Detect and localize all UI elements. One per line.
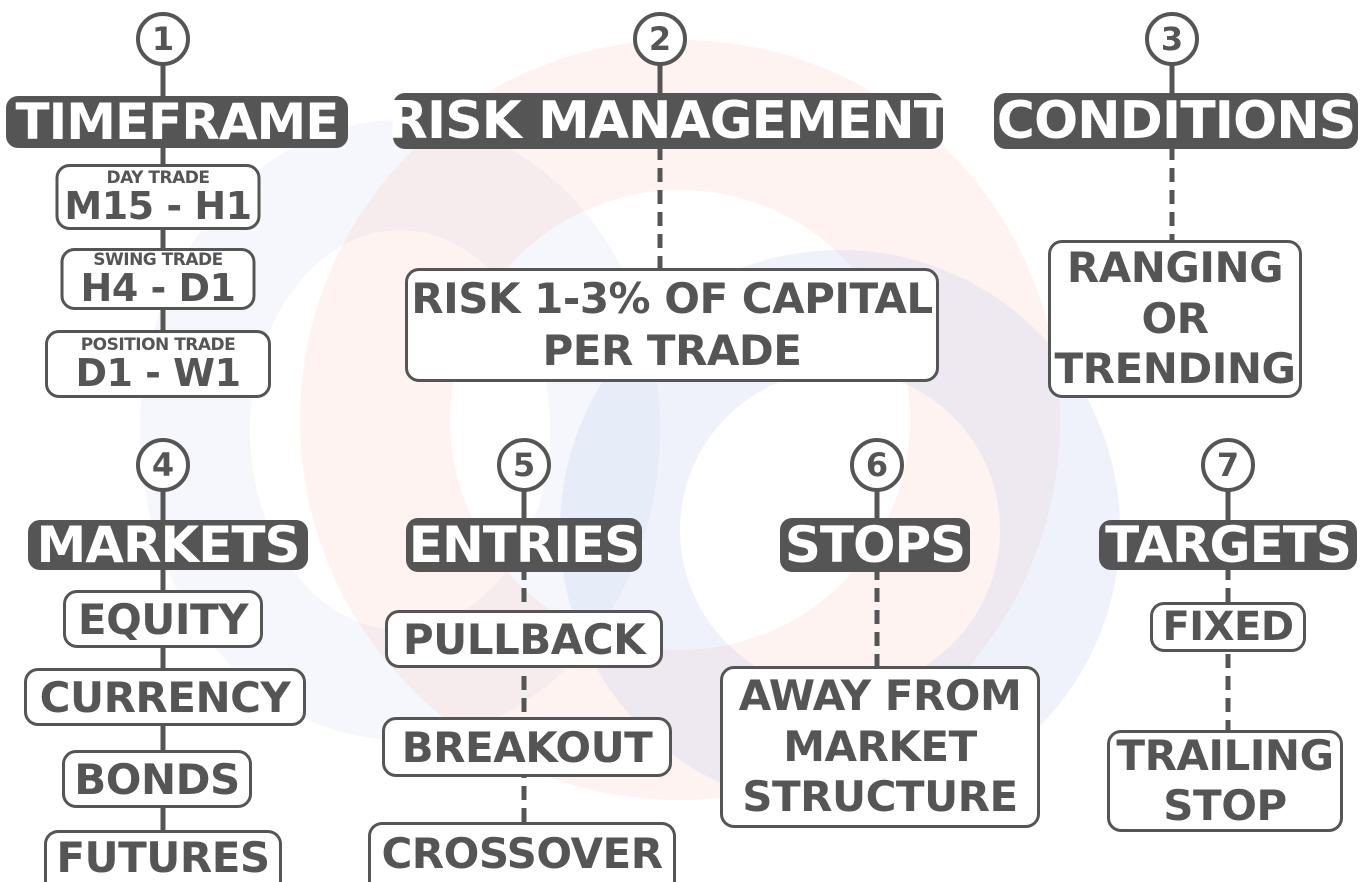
entry-box-pullback: PULLBACK <box>385 610 663 668</box>
connector-line <box>1169 60 1175 100</box>
box-label: PULLBACK <box>402 614 646 664</box>
box-label: FIXED <box>1162 604 1294 650</box>
timeframe-range: M15 - H1 <box>64 183 252 228</box>
box-line: AWAY FROM <box>738 671 1022 721</box>
step-number-4: 4 <box>136 438 190 492</box>
stops-box: AWAY FROM MARKET STRUCTURE <box>720 666 1040 828</box>
box-label: CROSSOVER <box>381 829 663 878</box>
box-line: TRENDING <box>1054 344 1296 394</box>
target-box-trailing-stop: TRAILING STOP <box>1107 730 1343 832</box>
timeframe-range: D1 - W1 <box>75 350 241 395</box>
connector-line <box>160 60 166 100</box>
connector-line <box>1225 486 1231 522</box>
box-line: RISK 1-3% OF CAPITAL <box>411 273 933 323</box>
section-title: STOPS <box>780 518 970 572</box>
box-line: PER TRADE <box>542 326 802 375</box>
risk-box: RISK 1-3% OF CAPITAL PER TRADE <box>405 268 939 382</box>
box-line: OR <box>1141 293 1209 343</box>
step-number-5: 5 <box>497 438 551 492</box>
box-label: BONDS <box>74 754 240 804</box>
box-line: RANGING <box>1066 243 1284 293</box>
box-line: MARKET <box>783 721 977 771</box>
connector-dashed-line <box>874 566 880 668</box>
connector-dashed-line <box>657 146 663 270</box>
connector-line <box>874 486 880 522</box>
connector-line <box>657 60 663 100</box>
section-title: TIMEFRAME <box>6 96 348 148</box>
entry-box-crossover: CROSSOVER <box>368 822 676 882</box>
section-title: ENTRIES <box>406 518 642 572</box>
timeframe-box-day-trade: DAY TRADE M15 - H1 <box>55 164 261 230</box>
step-number-6: 6 <box>850 438 904 492</box>
market-box-equity: EQUITY <box>63 590 263 648</box>
conditions-box: RANGING OR TRENDING <box>1048 240 1302 398</box>
market-box-currency: CURRENCY <box>24 668 306 726</box>
connector-line <box>521 486 527 522</box>
connector-dashed-line <box>521 566 527 836</box>
target-box-fixed: FIXED <box>1150 602 1306 652</box>
timeframe-box-position-trade: POSITION TRADE D1 - W1 <box>45 330 271 398</box>
trade-type-label: DAY TRADE <box>106 167 210 188</box>
section-title: MARKETS <box>28 520 308 570</box>
step-number-7: 7 <box>1201 438 1255 492</box>
box-line: STOP <box>1163 781 1287 830</box>
market-box-bonds: BONDS <box>62 750 252 808</box>
section-title: RISK MANAGEMENT <box>387 91 949 151</box>
box-line: STRUCTURE <box>742 772 1018 822</box>
step-number-2: 2 <box>633 12 687 66</box>
section-title: TARGETS <box>1099 520 1357 570</box>
timeframe-box-swing-trade: SWING TRADE H4 - D1 <box>60 248 256 310</box>
entry-box-breakout: BREAKOUT <box>382 717 672 777</box>
trade-type-label: POSITION TRADE <box>80 334 236 355</box>
connector-dashed-line <box>1169 146 1175 246</box>
trade-type-label: SWING TRADE <box>93 249 223 270</box>
box-label: BREAKOUT <box>401 722 653 772</box>
step-number-1: 1 <box>136 12 190 66</box>
step-number-3: 3 <box>1145 12 1199 66</box>
box-label: FUTURES <box>56 833 270 882</box>
box-label: EQUITY <box>77 594 249 644</box>
connector-line <box>160 486 166 522</box>
timeframe-range: H4 - D1 <box>80 265 236 310</box>
box-label: CURRENCY <box>39 672 291 722</box>
box-line: TRAILING <box>1116 730 1334 780</box>
section-title: CONDITIONS <box>994 93 1358 149</box>
market-box-futures: FUTURES <box>44 830 282 882</box>
